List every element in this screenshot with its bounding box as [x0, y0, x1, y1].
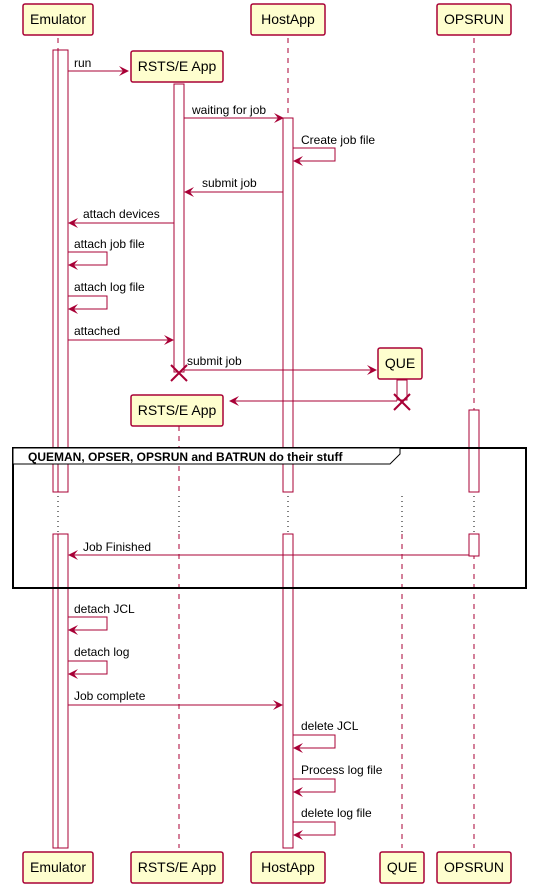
participant-rsts1-top: RSTS/E App: [130, 50, 224, 83]
participant-hostapp-top: HostApp: [250, 3, 326, 36]
group-box: [12, 447, 527, 589]
message-label-m6: attach job file: [74, 237, 145, 251]
message-arrow-m7: [68, 295, 108, 314]
message-label-m2: waiting for job: [191, 103, 266, 117]
participant-hostapp-bottom-label: HostApp: [261, 859, 315, 875]
participants-bottom: Emulator RSTS/E App HostApp QUE OPSRUN: [22, 851, 512, 884]
destroy-marker-rsts1: [170, 364, 188, 382]
participant-hostapp-top-label: HostApp: [261, 11, 315, 27]
message-arrow-m16: [293, 778, 336, 797]
message-label-m1: run: [74, 56, 91, 70]
participant-opsrun-bottom: OPSRUN: [436, 851, 512, 884]
message-label-m16: Process log file: [301, 763, 383, 777]
destroy-markers: [170, 364, 411, 411]
message-label-m3: Create job file: [301, 133, 375, 147]
message-arrow-m17: [293, 821, 336, 840]
participant-hostapp-bottom: HostApp: [250, 851, 326, 884]
activation-bars: [52, 49, 480, 849]
message-arrow-m3: [293, 147, 336, 166]
group-label: QUEMAN, OPSER, OPSRUN and BATRUN do thei…: [28, 450, 343, 464]
activation-hostapp-lower: [282, 533, 294, 849]
message-label-m13: detach log: [74, 645, 129, 659]
participant-emulator-top: Emulator: [22, 3, 94, 36]
message-label-m11: Job Finished: [83, 540, 151, 554]
participant-que-top-label: QUE: [385, 355, 415, 371]
activation-opsrun: [468, 409, 480, 493]
message-label-m15: delete JCL: [301, 719, 359, 733]
message-label-m9: submit job: [187, 354, 242, 368]
group-frame: QUEMAN, OPSER, OPSRUN and BATRUN do thei…: [12, 447, 527, 589]
message-label-m14: Job complete: [74, 689, 146, 703]
divider-dots: [57, 496, 475, 532]
message-label-m5: attach devices: [83, 207, 160, 221]
lifelines: [57, 38, 475, 848]
activation-emulator-inner: [57, 49, 69, 493]
message-label-m7: attach log file: [74, 280, 145, 294]
message-labels: run waiting for job Create job file subm…: [74, 56, 383, 820]
activation-opsrun-lower: [468, 533, 480, 557]
messages: [68, 66, 469, 840]
message-label-m12: detach JCL: [74, 602, 135, 616]
participant-rsts1-top-label: RSTS/E App: [138, 58, 217, 74]
participant-opsrun-top-label: OPSRUN: [444, 11, 504, 27]
activation-rsts1: [173, 83, 185, 373]
message-label-m4: submit job: [202, 176, 257, 190]
message-arrow-m6: [68, 251, 108, 270]
participant-opsrun-top: OPSRUN: [436, 3, 512, 36]
participant-rsts2-top: RSTS/E App: [130, 394, 224, 427]
message-arrow-m12: [68, 616, 108, 635]
message-arrow-m15: [293, 734, 336, 753]
message-arrow-m13: [68, 660, 108, 679]
group-label-tab: [12, 447, 401, 465]
participant-emulator-bottom-label: Emulator: [30, 859, 86, 875]
participant-que-top: QUE: [377, 347, 423, 380]
participant-opsrun-bottom-label: OPSRUN: [444, 859, 504, 875]
message-label-m8: attached: [74, 324, 120, 338]
activation-que: [396, 379, 408, 401]
participant-que-bottom-label: QUE: [387, 859, 417, 875]
participant-rsts-bottom-label: RSTS/E App: [138, 859, 217, 875]
participants-top: Emulator RSTS/E App HostApp QUE OPSRUN R…: [22, 3, 512, 427]
participant-emulator-top-label: Emulator: [30, 11, 86, 27]
activation-emulator-inner-lower: [57, 533, 69, 849]
message-label-m17: delete log file: [301, 806, 372, 820]
participant-que-bottom: QUE: [379, 851, 425, 884]
destroy-marker-que: [393, 393, 411, 411]
participant-emulator-bottom: Emulator: [22, 851, 94, 884]
participant-rsts-bottom: RSTS/E App: [130, 851, 224, 884]
participant-rsts2-top-label: RSTS/E App: [138, 402, 217, 418]
activation-hostapp: [282, 117, 294, 493]
